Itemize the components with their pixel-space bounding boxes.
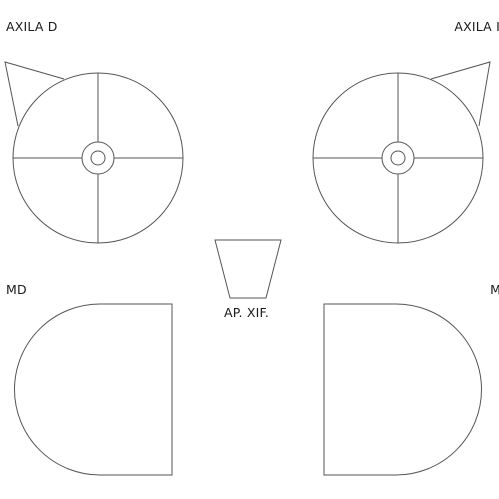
axila-d-nipple-circle [90, 150, 106, 166]
mi-label: MI [490, 282, 499, 297]
axila-i-diagram [312, 61, 491, 244]
md-breast-outline [14, 303, 173, 476]
axila-i-tail-outline [430, 61, 491, 127]
axila-i-nipple-circle [390, 150, 406, 166]
ap-xif-label: AP. XIF. [224, 305, 270, 320]
ap-xif-trapezoid [214, 239, 282, 299]
axila-d-label: AXILA D [6, 19, 58, 34]
axila-d-tail-outline [4, 61, 65, 127]
axila-d-diagram [4, 61, 184, 244]
axila-i-label: AXILA I [454, 19, 499, 34]
axila-i-areola-circle [381, 141, 415, 175]
axila-d-areola-circle [81, 141, 115, 175]
md-label: MD [6, 282, 27, 297]
mi-breast-outline [323, 303, 482, 476]
